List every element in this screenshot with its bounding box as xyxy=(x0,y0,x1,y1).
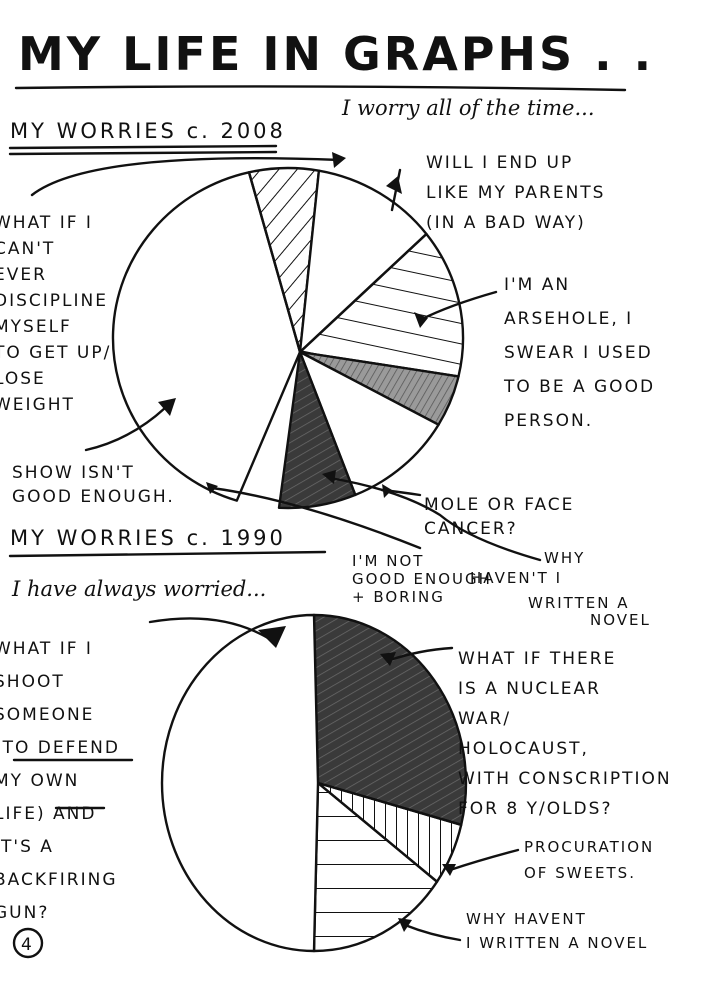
label-arsehole: I'M AN ARSEHOLE, I SWEAR I USED TO BE A GOO… xyxy=(503,275,655,431)
label-line: CANCER? xyxy=(424,519,518,539)
chart-1990-subtitle: I have always worried... xyxy=(11,577,266,601)
title-underline xyxy=(14,85,627,92)
label-line: (IN A BAD WAY) xyxy=(426,213,586,233)
label-line: (TO DEFEND xyxy=(0,738,120,758)
label-line: SOMEONE xyxy=(0,705,94,725)
label-line: WILL I END UP xyxy=(426,153,573,173)
arrowhead-icon xyxy=(386,176,402,194)
page-number: 4 xyxy=(21,935,34,955)
label-line: SWEAR I USED xyxy=(504,343,653,363)
label-line: BACKFIRING xyxy=(0,870,118,890)
pie-slice xyxy=(312,613,468,826)
label-line: + BORING xyxy=(352,588,445,606)
label-line: GOOD ENOUGH xyxy=(352,570,492,588)
label-line: I'M AN xyxy=(504,275,570,295)
label-line: GUN? xyxy=(0,903,49,923)
label-line: WHAT IF THERE xyxy=(458,649,616,669)
pie-slice xyxy=(312,781,439,953)
arrow-boring xyxy=(210,486,422,550)
label-line: TO BE A GOOD xyxy=(503,377,655,397)
label-line: MY OWN xyxy=(0,771,79,791)
label-line: HAVEN'T I xyxy=(470,569,562,587)
arrowhead-icon xyxy=(380,652,396,666)
label-line: WHAT IF I xyxy=(0,639,93,659)
label-mole-cancer: MOLE OR FACE CANCER? xyxy=(424,495,574,539)
label-line: LIKE MY PARENTS xyxy=(426,183,605,203)
label-line: WEIGHT xyxy=(0,395,75,415)
label-nuclear-war: WHAT IF THERE IS A NUCLEAR WAR/HOLOCAUST, W… xyxy=(458,649,672,819)
label-line: TO GET UP/ xyxy=(0,343,111,363)
arrowhead-icon xyxy=(442,864,456,876)
arrow-arsehole xyxy=(418,290,498,322)
label-line: LOSE xyxy=(0,369,46,389)
label-line: WAR/ xyxy=(458,709,511,729)
label-line: WRITTEN A xyxy=(528,594,629,612)
label-parents: WILL I END UP LIKE MY PARENTS (IN A BAD WA… xyxy=(426,153,605,233)
chart-2008-subtitle: I worry all of the time... xyxy=(341,96,595,120)
label-line: GOOD ENOUGH. xyxy=(12,487,175,507)
label-novel-1990: WHY HAVENT I WRITTEN A NOVEL xyxy=(466,910,648,952)
label-line: SHOW ISN'T xyxy=(12,463,135,483)
pie-slice xyxy=(111,171,302,502)
label-line: HOLOCAUST, xyxy=(458,739,589,759)
label-line: OF SWEETS. xyxy=(524,864,636,882)
chart-2008-arrows xyxy=(30,152,542,562)
pie-chart-2008 xyxy=(111,166,465,510)
pie-slice xyxy=(298,232,465,378)
label-line: I'M NOT xyxy=(352,552,424,570)
label-line: WHY HAVENT xyxy=(466,910,587,928)
arrowhead-icon xyxy=(206,482,218,494)
label-line: NOVEL xyxy=(590,611,651,629)
arrowhead-icon xyxy=(414,312,428,328)
arrow-sweets xyxy=(448,848,520,872)
pie-slice xyxy=(298,350,440,497)
pie-slice xyxy=(160,613,320,953)
label-line: DISCIPLINE xyxy=(0,291,108,311)
arrowhead-icon xyxy=(322,470,336,484)
arrow-nuclear xyxy=(388,646,454,662)
label-line: PERSON. xyxy=(504,411,593,431)
arrowhead-icon xyxy=(332,152,346,168)
chart-2008-title: MY WORRIES c. 2008 xyxy=(10,119,286,143)
label-line: MOLE OR FACE xyxy=(424,495,574,515)
label-line: SHOOT xyxy=(0,672,65,692)
arrowhead-icon xyxy=(398,918,412,932)
chart-1990-title: MY WORRIES c. 1990 xyxy=(10,526,286,550)
arrowhead-icon xyxy=(258,626,286,648)
pie-slice xyxy=(277,350,357,510)
label-discipline: WHAT IF I CAN'T EVER DISCIPLINE MYSELF TO GET… xyxy=(0,213,111,415)
page-title: MY LIFE IN GRAPHS . . xyxy=(18,27,654,81)
label-sweets: PROCURATION OF SWEETS. xyxy=(524,838,654,882)
chart-2008-title-underline xyxy=(8,144,278,156)
pie-slice xyxy=(298,169,428,354)
chart-1990-arrows xyxy=(148,617,520,942)
arrow-discipline-top xyxy=(30,156,342,197)
label-line: EVER xyxy=(0,265,47,285)
pie-chart-1990 xyxy=(160,613,468,953)
label-line: CAN'T xyxy=(0,239,55,259)
label-line: IS A NUCLEAR xyxy=(458,679,601,699)
label-line: MYSELF xyxy=(0,317,72,337)
arrow-novel-1990 xyxy=(403,923,462,942)
arrowhead-icon xyxy=(158,398,176,416)
label-line: FOR 8 Y/OLDS? xyxy=(458,799,612,819)
page-number-circle xyxy=(12,927,44,959)
label-line: WITH CONSCRIPTION xyxy=(458,769,672,789)
chart-1990-title-underline xyxy=(8,550,327,558)
arrow-novel xyxy=(328,476,542,562)
label-line: ARSEHOLE, I xyxy=(504,309,633,329)
arrow-shoot xyxy=(148,617,270,640)
label-line: WHAT IF I xyxy=(0,213,93,233)
label-line: I WRITTEN A NOVEL xyxy=(466,934,648,952)
label-line: WHY xyxy=(544,549,585,567)
label-show: SHOW ISN'T GOOD ENOUGH. xyxy=(12,463,175,507)
label-line: IT'S A xyxy=(0,837,54,857)
arrow-discipline xyxy=(84,406,167,452)
label-line: PROCURATION xyxy=(524,838,654,856)
